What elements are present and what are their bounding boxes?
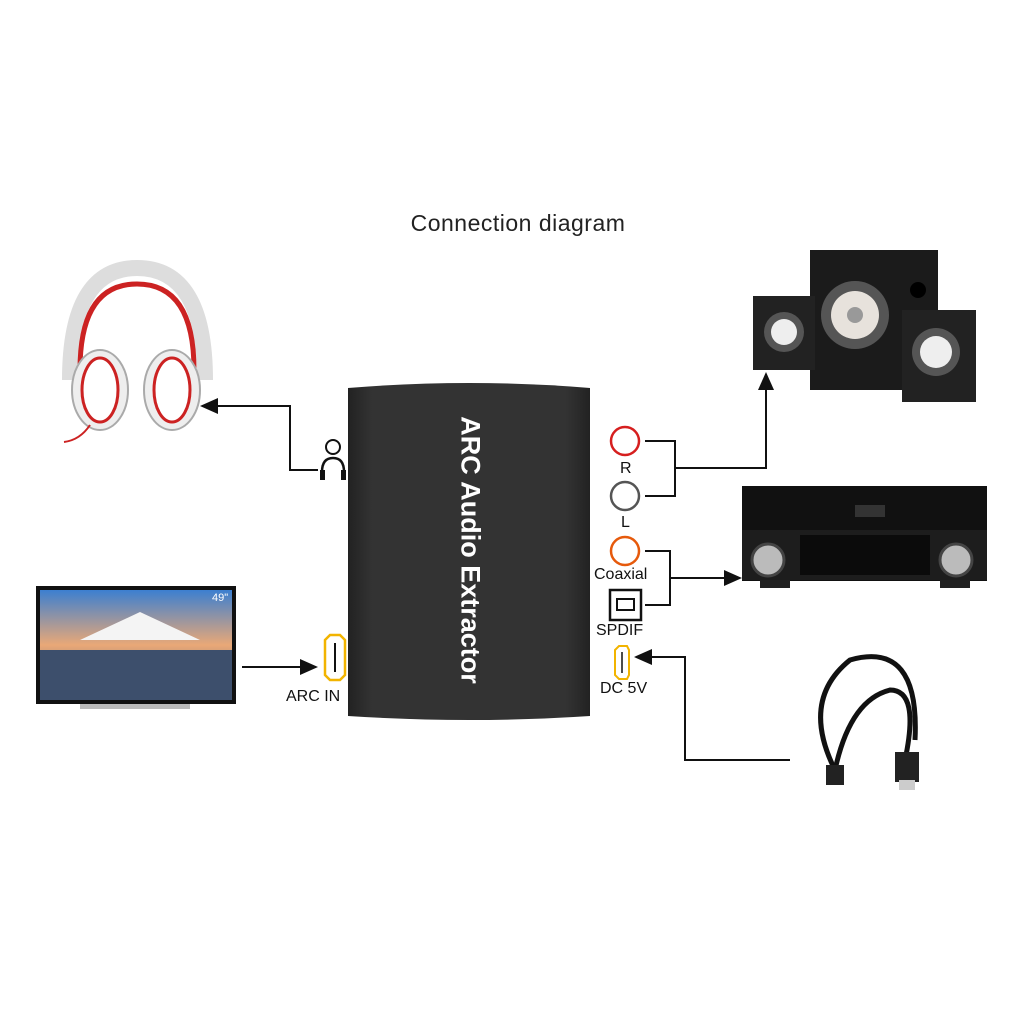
spdif-label: SPDIF [596, 622, 644, 639]
l-port-icon [609, 480, 641, 512]
tv-image [36, 586, 236, 709]
dc-5v-label: DC 5V [600, 680, 648, 697]
headphone-port-icon [320, 439, 346, 480]
device-label: ARC Audio Extractor [455, 416, 486, 684]
headphones-image [62, 259, 213, 443]
coaxial-port-icon [609, 535, 641, 567]
usb-cable-image [818, 654, 919, 790]
arc-in-port-icon [323, 633, 347, 682]
diagram-title: Connection diagram [410, 210, 626, 236]
coaxial-label: Coaxial [594, 566, 648, 583]
l-label: L [621, 514, 630, 531]
r-label: R [620, 460, 632, 477]
dc-port-icon [614, 645, 630, 680]
dc-power-arrow [634, 649, 790, 761]
r-port-icon [609, 425, 641, 457]
arc-audio-extractor-box [348, 383, 590, 720]
av-receiver-image [742, 486, 987, 588]
headphone-connection-arrow [200, 398, 318, 471]
speakers-image [753, 250, 976, 402]
tv-size-badge: 49" [212, 592, 229, 604]
rl-bracket [645, 374, 766, 497]
spdif-port-icon [608, 588, 643, 622]
arc-in-label: ARC IN [286, 688, 341, 705]
coaxial-spdif-bracket [645, 550, 740, 606]
